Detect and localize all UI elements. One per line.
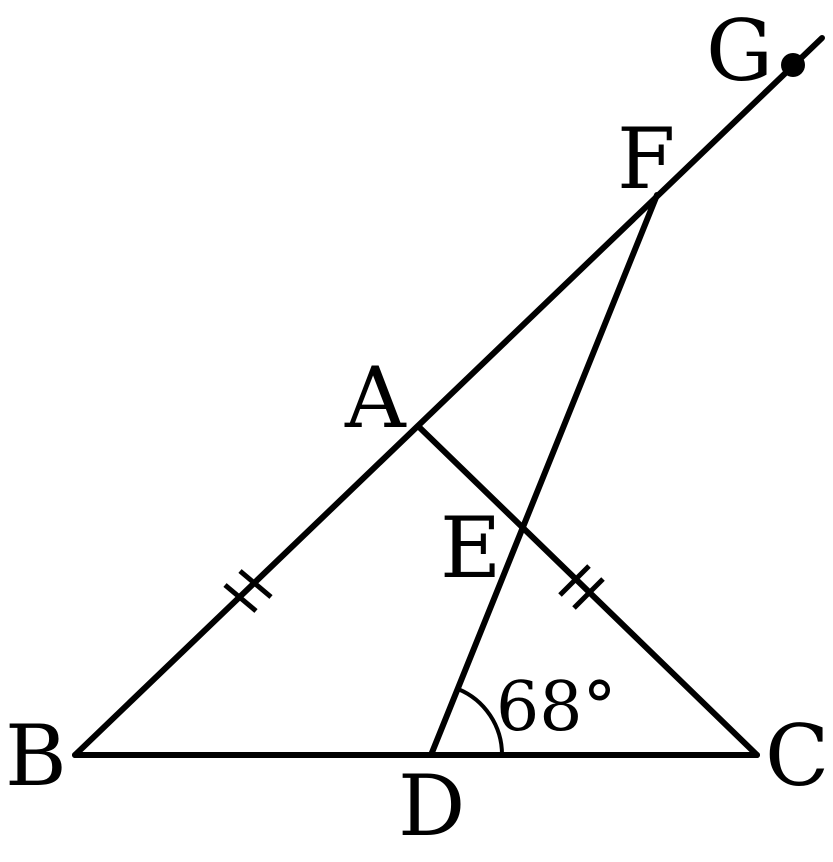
label-point-a: A (344, 349, 407, 447)
angle-label-d: 68° (496, 668, 617, 747)
segment-ca (415, 423, 760, 758)
tick-marks-ac (558, 564, 605, 610)
line-bg (72, 35, 825, 758)
angle-arc-d (457, 687, 505, 756)
point-g-dot (781, 53, 805, 77)
tick-ac-1 (558, 564, 591, 597)
label-point-c: C (765, 707, 829, 805)
label-point-b: B (5, 707, 67, 805)
tick-ac-2 (572, 577, 605, 610)
tick-ab-1 (223, 583, 258, 613)
label-point-d: D (398, 757, 465, 855)
tick-ab-2 (238, 569, 273, 599)
segment-df (428, 192, 660, 758)
label-point-g: G (706, 2, 773, 100)
label-point-e: E (440, 499, 501, 597)
label-point-f: F (617, 110, 675, 208)
tick-marks-ab (223, 569, 273, 613)
